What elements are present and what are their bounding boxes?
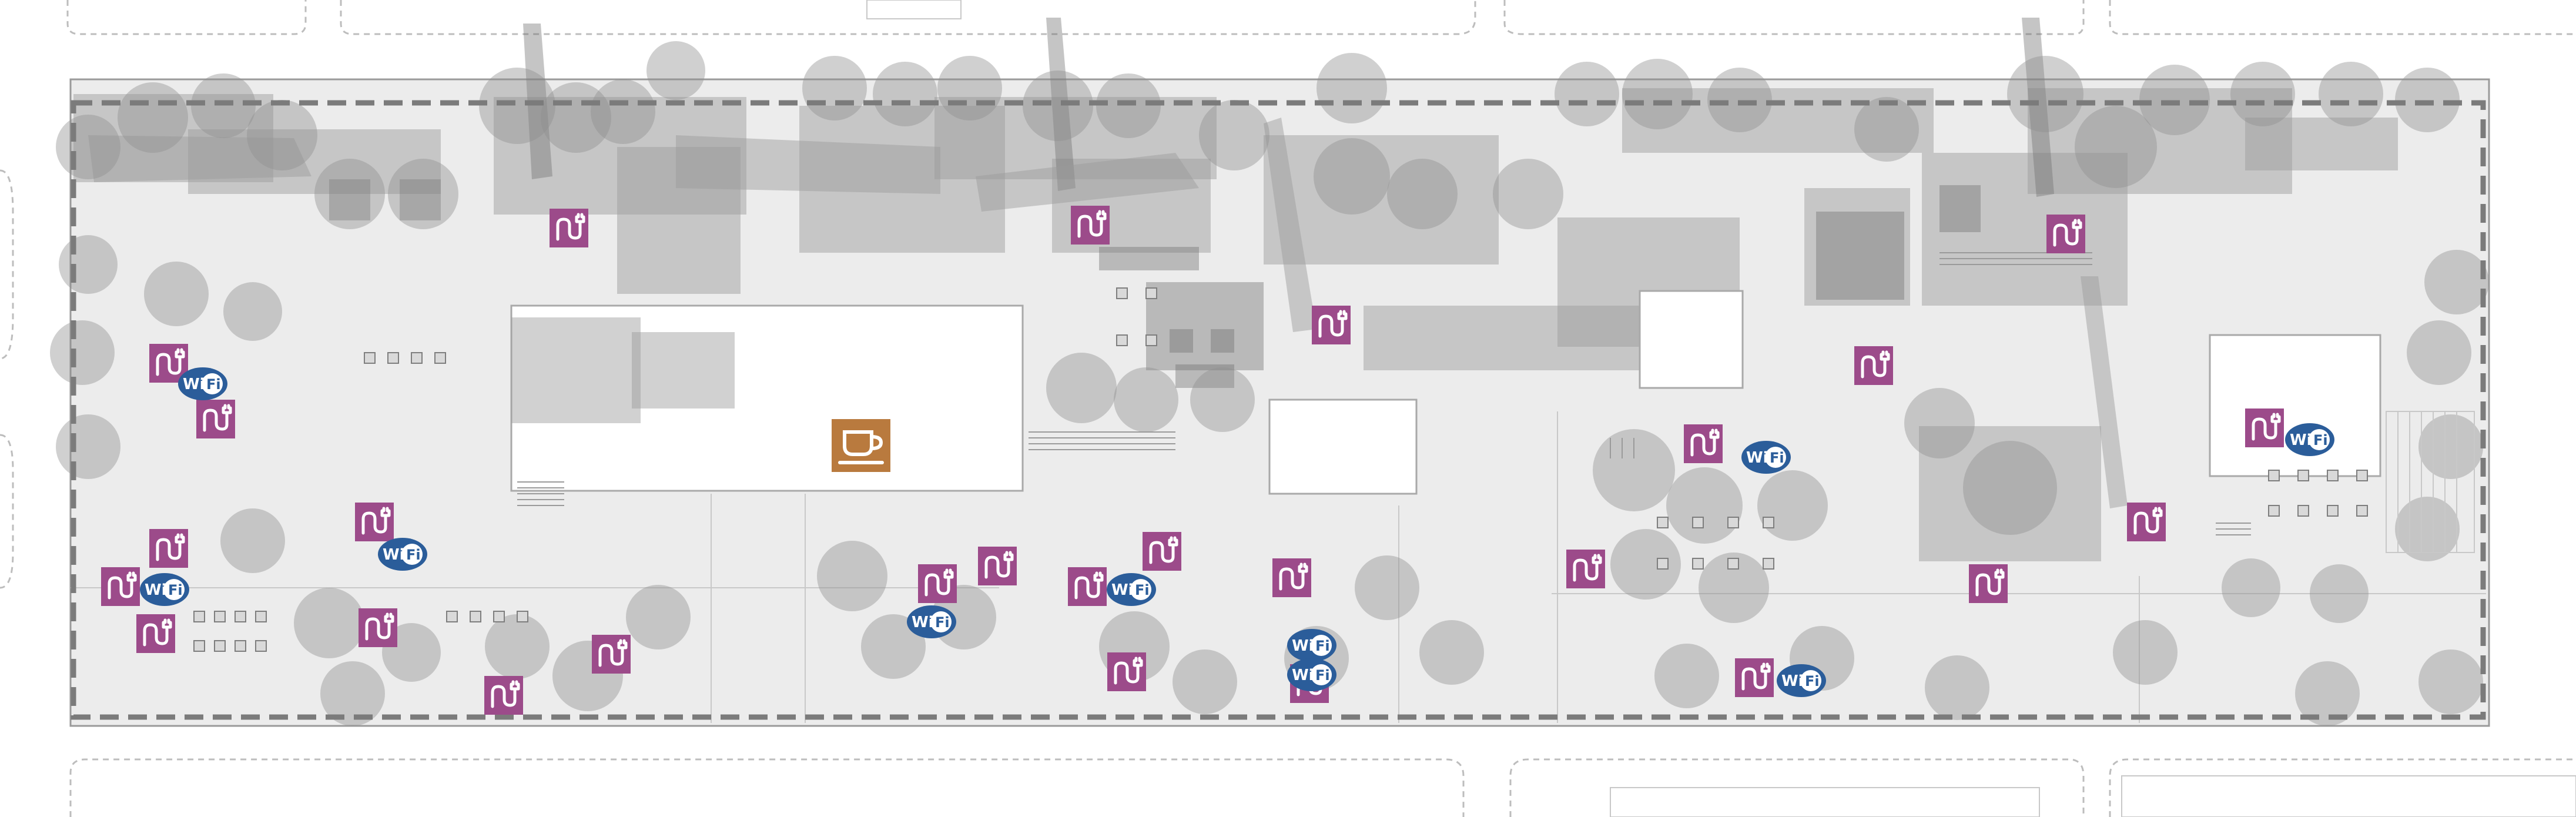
wifi-label: Wi bbox=[145, 581, 167, 599]
power-plug-icon bbox=[2127, 503, 2166, 541]
power-plug-icon bbox=[592, 635, 631, 674]
svg-text:Fi: Fi bbox=[1805, 673, 1820, 689]
seating bbox=[193, 287, 2368, 652]
svg-text:Fi: Fi bbox=[406, 547, 421, 563]
wifi-label: Wi bbox=[1292, 667, 1314, 684]
shade-structures bbox=[88, 18, 2128, 508]
power-plug-icon bbox=[1071, 206, 1110, 245]
power-plug-icon bbox=[550, 209, 588, 247]
tree-canopies bbox=[50, 41, 2489, 726]
wifi-label: Wi bbox=[1781, 672, 1804, 690]
power-plug-icon bbox=[1566, 550, 1605, 588]
power-plug-icon bbox=[1107, 652, 1146, 691]
power-plug-icon bbox=[1684, 424, 1723, 463]
power-plug-icon bbox=[101, 567, 140, 606]
power-plug-icon bbox=[1312, 306, 1351, 344]
power-plug-icon bbox=[359, 608, 397, 647]
svg-text:Fi: Fi bbox=[1315, 638, 1330, 654]
svg-text:Fi: Fi bbox=[1770, 450, 1784, 466]
power-plug-icon bbox=[918, 564, 957, 603]
power-plug-icon bbox=[484, 676, 523, 715]
power-plug-icon bbox=[1854, 346, 1893, 385]
wifi-label: Wi bbox=[1292, 637, 1314, 655]
power-plug-icon bbox=[136, 614, 175, 653]
bike-racks bbox=[2386, 411, 2475, 553]
power-plug-icon bbox=[1272, 558, 1311, 597]
power-plug-icon bbox=[149, 529, 188, 568]
wifi-label: Wi bbox=[1111, 581, 1134, 599]
site-boundary bbox=[71, 100, 2486, 720]
power-plug-icon bbox=[196, 400, 235, 438]
paving-grid bbox=[71, 411, 2486, 723]
power-plug-icon bbox=[149, 344, 188, 383]
open-plazas bbox=[510, 290, 2381, 495]
power-plug-icon bbox=[1969, 564, 2008, 603]
power-plug-icon bbox=[1068, 567, 1107, 606]
svg-text:Fi: Fi bbox=[1315, 667, 1330, 684]
svg-text:Fi: Fi bbox=[2313, 432, 2328, 448]
power-plug-icon bbox=[978, 547, 1017, 585]
power-plug-icon bbox=[1735, 658, 1774, 697]
wifi-label: Wi bbox=[383, 546, 405, 564]
power-plug-icon bbox=[1143, 532, 1181, 571]
site-outline bbox=[69, 78, 2490, 727]
wifi-label: Wi bbox=[912, 614, 934, 631]
coffee-cup-icon bbox=[832, 419, 890, 472]
power-plug-icon bbox=[2245, 408, 2284, 447]
svg-text:Fi: Fi bbox=[935, 614, 950, 631]
power-plug-icon bbox=[2046, 215, 2085, 253]
svg-text:Fi: Fi bbox=[206, 376, 221, 393]
svg-text:Fi: Fi bbox=[1135, 582, 1150, 598]
wifi-label: Wi bbox=[183, 376, 205, 393]
wifi-label: Wi bbox=[1746, 449, 1768, 467]
power-plug-icon bbox=[355, 503, 394, 541]
stairs bbox=[517, 252, 2251, 535]
wifi-label: Wi bbox=[2290, 431, 2312, 449]
svg-text:Fi: Fi bbox=[168, 582, 183, 598]
